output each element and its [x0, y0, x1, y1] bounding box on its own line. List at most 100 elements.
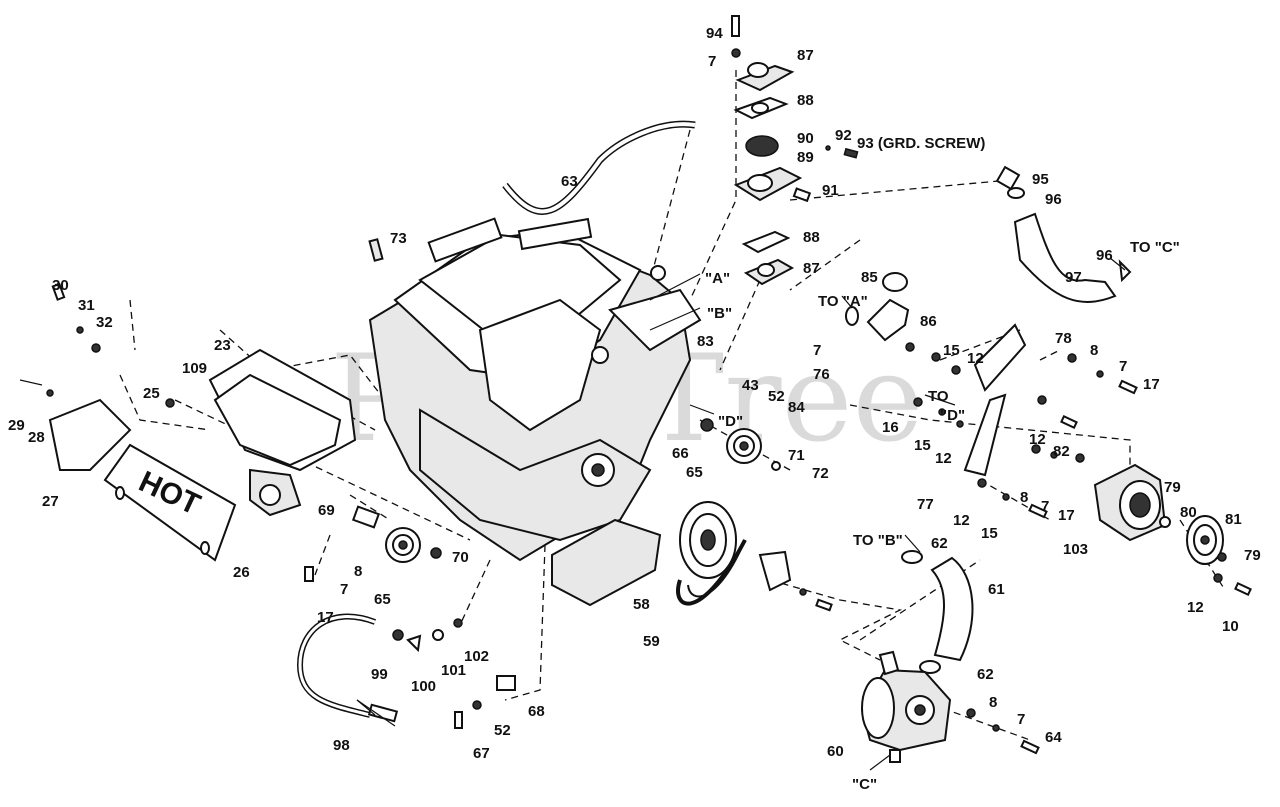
part-label-78: 78 — [1055, 330, 1072, 347]
part-label-101: 101 — [441, 662, 466, 679]
part-label-88b: 88 — [803, 229, 820, 246]
part-label-63: 63 — [561, 173, 578, 190]
part-label-62b: 62 — [977, 666, 994, 683]
part-label-16: 16 — [882, 419, 899, 436]
part-label-84: 84 — [788, 399, 805, 416]
part-label-43: 43 — [742, 377, 759, 394]
part-label-99: 99 — [371, 666, 388, 683]
part-label-96a: 96 — [1045, 191, 1062, 208]
part-label-29: 29 — [8, 417, 25, 434]
part-label-70: 70 — [452, 549, 469, 566]
alternator — [1093, 463, 1252, 597]
part-label-32: 32 — [96, 314, 113, 331]
part-label-59: 59 — [643, 633, 660, 650]
part-label-90: 90 — [797, 130, 814, 147]
part-label-TO1: TO — [928, 388, 949, 405]
part-label-97: 97 — [1065, 269, 1082, 286]
part-label-64: 64 — [1045, 729, 1062, 746]
part-label-68: 68 — [528, 703, 545, 720]
thermostat-housing-stack — [731, 15, 859, 286]
part-label-100: 100 — [411, 678, 436, 695]
part-label-88a: 88 — [797, 92, 814, 109]
idler-pulley-left — [304, 505, 442, 582]
part-label-D2: "D" — [940, 407, 965, 424]
lower-radiator-hose — [930, 556, 974, 662]
part-label-23: 23 — [214, 337, 231, 354]
part-label-72: 72 — [812, 465, 829, 482]
part-label-toA: TO "A" — [818, 293, 868, 310]
part-label-79a: 79 — [1164, 479, 1181, 496]
part-label-A1: "A" — [705, 270, 730, 287]
part-label-61: 61 — [988, 581, 1005, 598]
part-label-62a: 62 — [931, 535, 948, 552]
part-label-15a: 15 — [943, 342, 960, 359]
crank-pulley-and-belt — [676, 501, 833, 612]
part-label-91: 91 — [822, 182, 839, 199]
part-label-92: 92 — [835, 127, 852, 144]
bypass-tube — [502, 120, 696, 215]
part-label-25: 25 — [143, 385, 160, 402]
part-label-60: 60 — [827, 743, 844, 760]
part-label-102: 102 — [464, 648, 489, 665]
upper-radiator-hose — [1013, 212, 1117, 303]
part-label-toC1: TO "C" — [1130, 239, 1180, 256]
part-label-7d: 7 — [1041, 498, 1049, 515]
part-label-98: 98 — [333, 737, 350, 754]
part-label-96b: 96 — [1096, 247, 1113, 264]
part-label-7f: 7 — [1017, 711, 1025, 728]
exhaust-manifold-group — [19, 282, 357, 517]
part-label-B1: "B" — [707, 305, 732, 322]
part-label-12b: 12 — [1029, 431, 1046, 448]
part-label-58: 58 — [633, 596, 650, 613]
part-label-10: 10 — [1222, 618, 1239, 635]
part-label-31: 31 — [78, 297, 95, 314]
part-label-28: 28 — [28, 429, 45, 446]
part-label-17c: 17 — [317, 609, 334, 626]
part-label-83: 83 — [697, 333, 714, 350]
part-label-12d: 12 — [953, 512, 970, 529]
part-label-8d: 8 — [989, 694, 997, 711]
part-label-12e: 12 — [1187, 599, 1204, 616]
part-label-76: 76 — [813, 366, 830, 383]
part-label-15c: 15 — [981, 525, 998, 542]
part-label-17b: 17 — [1058, 507, 1075, 524]
part-label-8b: 8 — [1020, 489, 1028, 506]
part-label-8c: 8 — [354, 563, 362, 580]
part-label-7e: 7 — [340, 581, 348, 598]
spark-plug — [368, 238, 384, 262]
part-label-103: 103 — [1063, 541, 1088, 558]
part-label-12a: 12 — [967, 350, 984, 367]
part-label-8a: 8 — [1090, 342, 1098, 359]
thermostat-outlet-elbow — [866, 298, 910, 342]
part-label-67: 67 — [473, 745, 490, 762]
part-label-77: 77 — [917, 496, 934, 513]
alternator-bracket — [905, 323, 1138, 519]
part-label-82: 82 — [1053, 443, 1070, 460]
part-label-89: 89 — [797, 149, 814, 166]
part-label-80: 80 — [1180, 504, 1197, 521]
part-label-D1: "D" — [718, 413, 743, 430]
part-label-79b: 79 — [1244, 547, 1261, 564]
part-label-87b: 87 — [803, 260, 820, 277]
leader-lines — [356, 257, 1126, 771]
idler-pulley-right — [700, 418, 781, 471]
part-label-81: 81 — [1225, 511, 1242, 528]
part-label-C1: "C" — [852, 776, 877, 793]
part-label-71: 71 — [788, 447, 805, 464]
part-label-65b: 65 — [374, 591, 391, 608]
part-label-93: 93 (GRD. SCREW) — [857, 135, 985, 152]
part-label-7c: 7 — [1119, 358, 1127, 375]
part-label-69: 69 — [318, 502, 335, 519]
oil-pan — [551, 518, 662, 607]
part-label-30: 30 — [52, 277, 69, 294]
part-label-17a: 17 — [1143, 376, 1160, 393]
part-label-52b: 52 — [494, 722, 511, 739]
part-label-7a: 7 — [708, 53, 716, 70]
part-label-26: 26 — [233, 564, 250, 581]
part-label-15b: 15 — [914, 437, 931, 454]
part-label-86: 86 — [920, 313, 937, 330]
part-label-7b: 7 — [813, 342, 821, 359]
part-label-85: 85 — [861, 269, 878, 286]
